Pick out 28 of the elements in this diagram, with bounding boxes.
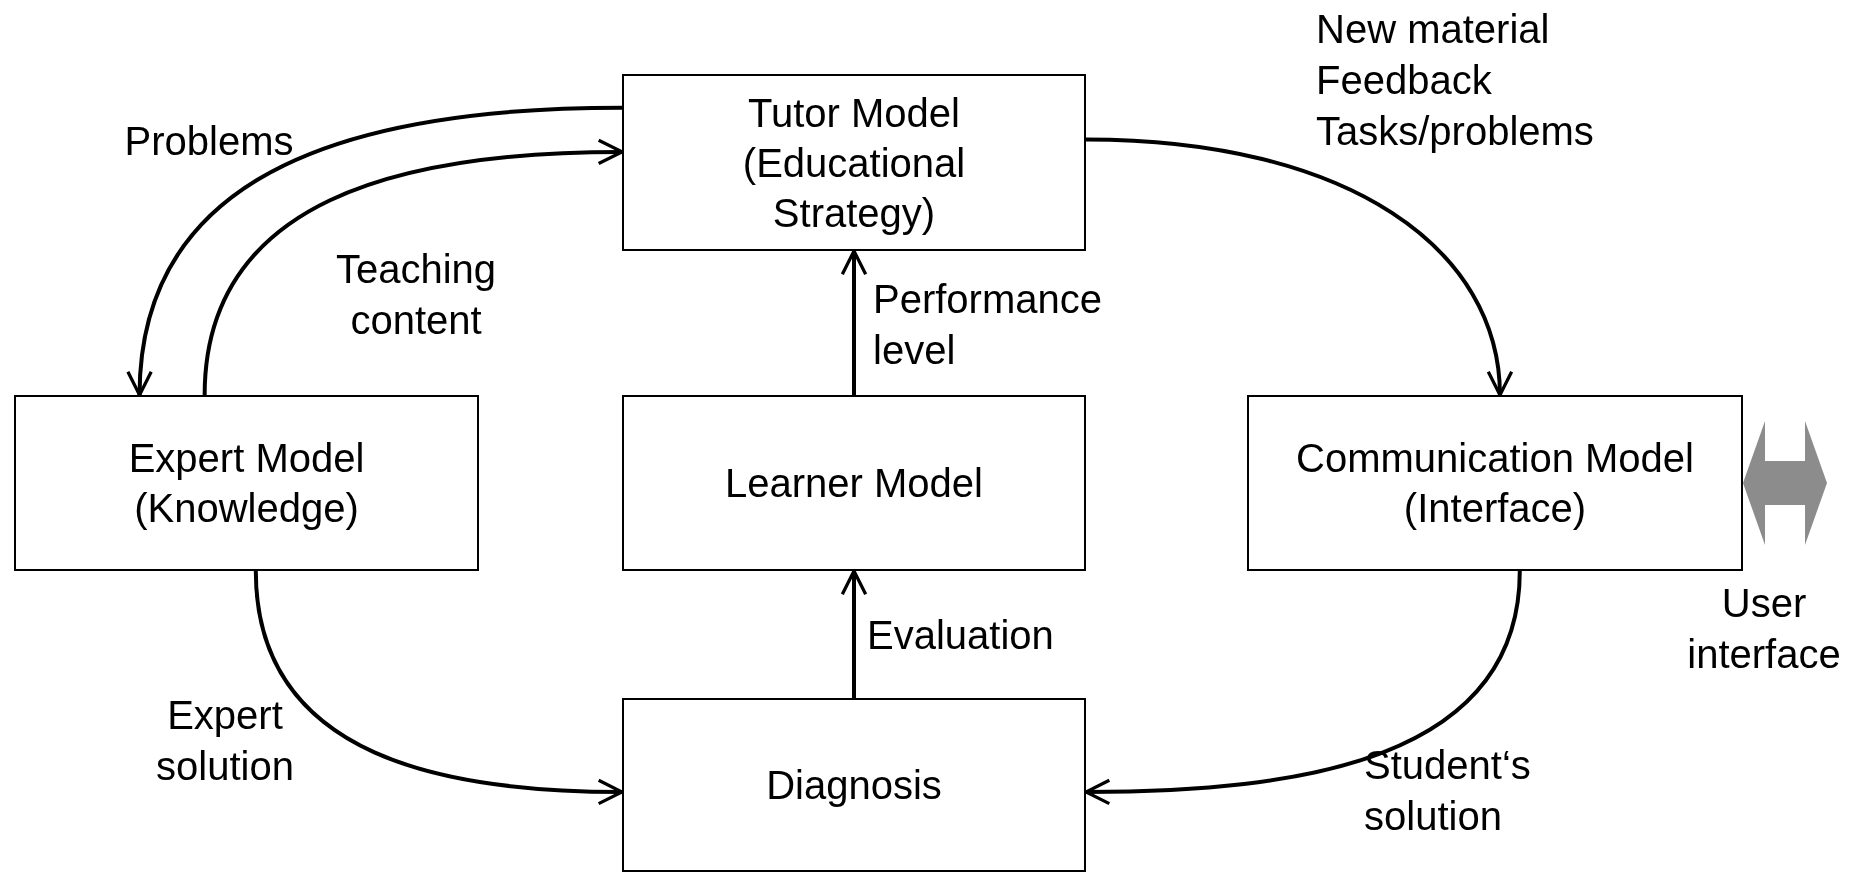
arrow — [253, 570, 624, 805]
arrow — [840, 569, 868, 698]
edge-label: Problems — [123, 118, 295, 165]
box-text: Tutor Model — [748, 89, 960, 137]
box-text: (Educational Strategy) — [741, 139, 967, 237]
box-text: (Interface) — [1403, 485, 1587, 532]
edge-label: Teaching content — [334, 246, 498, 344]
edge-label: User interface — [1686, 580, 1842, 678]
edge-label: New material Feedback Tasks/problems — [1316, 6, 1595, 155]
double-arrow — [1743, 421, 1827, 545]
box-text: Communication Model — [1296, 435, 1694, 482]
model-box — [622, 395, 1086, 571]
box-text: Diagnosis — [766, 762, 942, 809]
box-text: Expert Model — [128, 435, 365, 482]
edge-label: Performance level — [873, 276, 1103, 374]
model-box — [1247, 395, 1743, 571]
arrow — [127, 105, 623, 397]
arrow — [1085, 137, 1512, 397]
box-text: Learner Model — [725, 460, 983, 507]
model-box — [622, 74, 1086, 251]
edge-label: Expert solution — [155, 692, 295, 790]
model-box — [622, 698, 1086, 872]
model-box — [14, 395, 479, 571]
edge-label: Student‘s solution — [1364, 742, 1532, 840]
arrow — [840, 249, 868, 395]
edge-label: Evaluation — [867, 612, 1055, 659]
box-text: (Knowledge) — [134, 485, 359, 532]
arrow — [202, 139, 624, 396]
